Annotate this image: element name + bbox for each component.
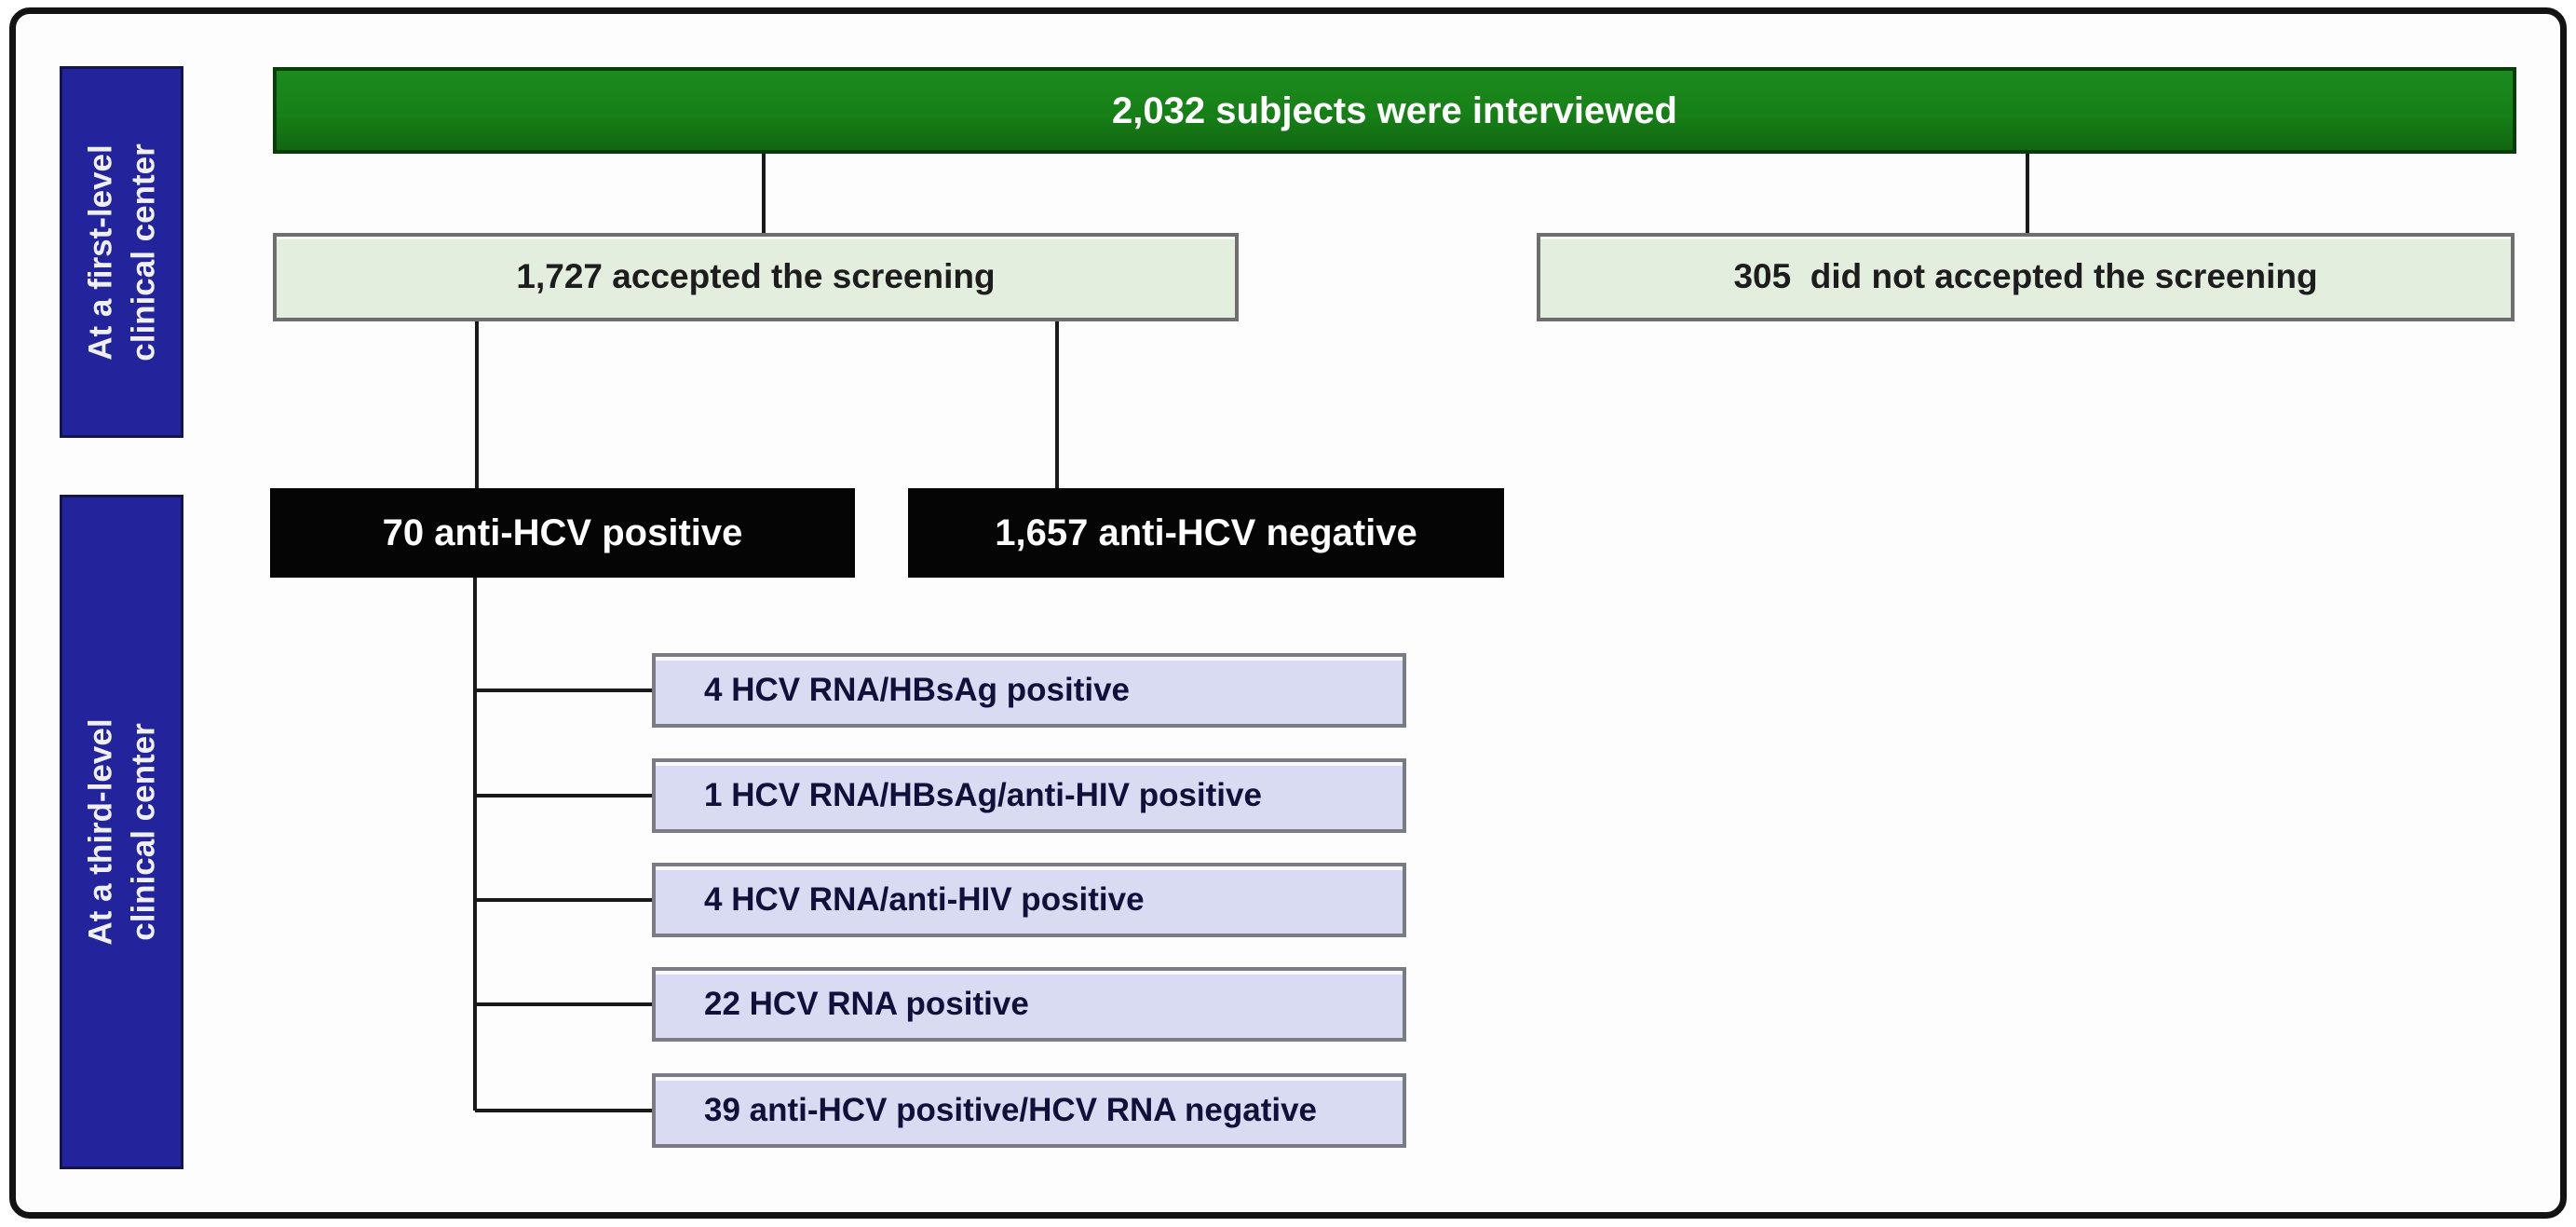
- accepted-screening-node: 1,727 accepted the screening: [273, 233, 1239, 321]
- connector-line: [475, 898, 654, 902]
- side-label-line: At a third-level: [82, 718, 118, 946]
- outcome-label: 22 HCV RNA positive: [704, 985, 1029, 1022]
- accepted-screening-label: 1,727 accepted the screening: [516, 257, 996, 296]
- anti-hcv-positive-node: 70 anti-HCV positive: [270, 488, 855, 578]
- not-accepted-screening-label: 305 did not accepted the screening: [1733, 257, 2318, 296]
- connector-line: [1055, 321, 1059, 488]
- anti-hcv-positive-label: 70 anti-HCV positive: [382, 512, 743, 553]
- not-accepted-screening-node: 305 did not accepted the screening: [1537, 233, 2515, 321]
- outcome-label: 4 HCV RNA/HBsAg positive: [704, 671, 1131, 708]
- anti-hcv-negative-label: 1,657 anti-HCV negative: [995, 512, 1417, 553]
- side-label-first-level-text: At a first-level clinical center: [60, 66, 183, 438]
- connector-line: [475, 1002, 654, 1006]
- connector-line: [762, 154, 766, 235]
- outcome-label: 4 HCV RNA/anti-HIV positive: [704, 880, 1145, 918]
- side-label-first-level-center: At a first-level clinical center: [60, 66, 183, 438]
- outcome-label: 39 anti-HCV positive/HCV RNA negative: [704, 1091, 1318, 1128]
- connector-line: [475, 688, 654, 692]
- connector-line: [475, 1109, 654, 1112]
- interviewed-label: 2,032 subjects were interviewed: [1112, 89, 1677, 131]
- side-label-line: clinical center: [124, 143, 161, 361]
- side-label-third-level-text: At a third-level clinical center: [60, 495, 183, 1169]
- side-label-line: At a first-level: [82, 143, 118, 361]
- anti-hcv-negative-node: 1,657 anti-HCV negative: [908, 488, 1504, 578]
- outcome-label: 1 HCV RNA/HBsAg/anti-HIV positive: [704, 776, 1262, 813]
- connector-line: [475, 794, 654, 798]
- interviewed-node: 2,032 subjects were interviewed: [273, 67, 2516, 154]
- outcome-node-hcv-rna-hbsag-anti-hiv-positive: 1 HCV RNA/HBsAg/anti-HIV positive: [652, 758, 1406, 833]
- connector-line: [2026, 154, 2029, 235]
- connector-trunk-line: [473, 578, 477, 1111]
- side-label-third-level-center: At a third-level clinical center: [60, 495, 183, 1169]
- outcome-node-hcv-rna-positive: 22 HCV RNA positive: [652, 967, 1406, 1042]
- side-label-line: clinical center: [124, 723, 161, 941]
- connector-line: [475, 321, 479, 488]
- outcome-node-anti-hcv-positive-hcv-rna-negative: 39 anti-HCV positive/HCV RNA negative: [652, 1073, 1406, 1148]
- outcome-node-hcv-rna-anti-hiv-positive: 4 HCV RNA/anti-HIV positive: [652, 863, 1406, 937]
- outcome-node-hcv-rna-hbsag-positive: 4 HCV RNA/HBsAg positive: [652, 653, 1406, 728]
